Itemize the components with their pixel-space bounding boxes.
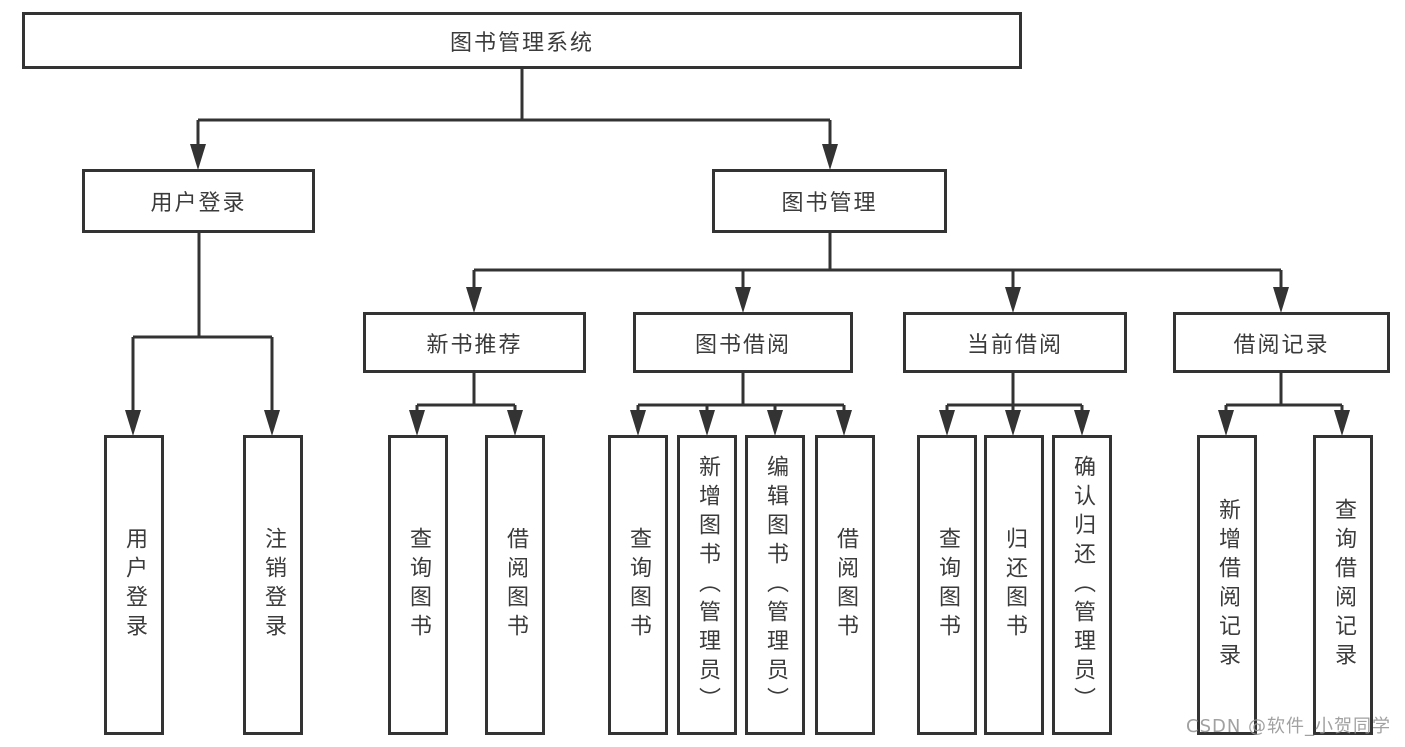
arrowhead-icon (735, 287, 751, 313)
user-login-arrowheads (125, 410, 280, 436)
node-label: 确认归还（管理员） (1070, 454, 1095, 716)
node-label: 图书管理系统 (449, 30, 594, 56)
current-borrow-connector (945, 373, 1084, 415)
node-label: 注销登录 (261, 527, 286, 643)
node-label: 图书借阅 (694, 332, 791, 358)
leaf-user-login: 用户登录 (104, 435, 164, 735)
node-label: 图书管理 (781, 191, 878, 216)
leaf-cb-query-books: 查询图书 (917, 435, 977, 735)
leaf-nb-borrow-books: 借阅图书 (485, 435, 545, 735)
node-label: 当前借阅 (966, 332, 1063, 358)
arrowhead-icon (630, 410, 646, 436)
node-label: 借阅记录 (1233, 332, 1330, 358)
node-user-login: 用户登录 (82, 169, 315, 233)
arrowhead-icon (1074, 410, 1090, 436)
node-label: 查询借阅记录 (1331, 498, 1356, 672)
new-book-connector (415, 373, 517, 415)
node-label: 查询图书 (626, 527, 651, 643)
leaf-bb-add-books-admin: 新增图书（管理员） (677, 435, 737, 735)
arrowhead-icon (699, 410, 715, 436)
node-current-borrow: 当前借阅 (903, 312, 1127, 373)
arrowhead-icon (507, 410, 523, 436)
node-label: 查询图书 (935, 527, 960, 643)
leaf-logout: 注销登录 (243, 435, 303, 735)
arrowhead-icon (1005, 410, 1021, 436)
arrowhead-icon (939, 410, 955, 436)
leaf-nb-query-books: 查询图书 (388, 435, 448, 735)
leaf-cb-return-books: 归还图书 (984, 435, 1044, 735)
root-connector (196, 68, 832, 150)
arrowhead-icon (190, 144, 206, 170)
leaf-br-query-record: 查询借阅记录 (1313, 435, 1373, 735)
node-label: 借阅图书 (503, 527, 528, 643)
node-new-book-recommend: 新书推荐 (363, 312, 586, 373)
node-label: 新书推荐 (426, 332, 523, 358)
arrowhead-icon (1273, 287, 1289, 313)
node-borrow-records: 借阅记录 (1173, 312, 1390, 373)
arrowhead-icon (1005, 287, 1021, 313)
user-login-connector (131, 232, 274, 415)
node-book-borrow: 图书借阅 (633, 312, 853, 373)
node-label: 编辑图书（管理员） (763, 454, 788, 716)
node-label: 用户登录 (150, 191, 247, 216)
node-label: 查询图书 (406, 527, 431, 643)
node-book-management: 图书管理 (712, 169, 947, 233)
node-root: 图书管理系统 (22, 12, 1022, 69)
arrowhead-icon (409, 410, 425, 436)
arrowhead-icon (264, 410, 280, 436)
leaf-cb-confirm-return-admin: 确认归还（管理员） (1052, 435, 1112, 735)
arrowhead-icon (767, 410, 783, 436)
leaf-bb-borrow-books: 借阅图书 (815, 435, 875, 735)
arrowhead-icon (125, 410, 141, 436)
book-mgmt-arrowheads (466, 287, 1289, 313)
arrowhead-icon (1334, 410, 1350, 436)
current-borrow-arrowheads (939, 410, 1090, 436)
leaf-bb-query-books: 查询图书 (608, 435, 668, 735)
arrowhead-icon (836, 410, 852, 436)
node-label: 归还图书 (1002, 527, 1027, 643)
arrowhead-icon (822, 144, 838, 170)
borrow-records-connector (1224, 373, 1344, 415)
book-mgmt-connector (472, 232, 1283, 292)
leaf-br-add-record: 新增借阅记录 (1197, 435, 1257, 735)
book-borrow-connector (636, 373, 846, 415)
node-label: 新增图书（管理员） (695, 454, 720, 716)
arrowhead-icon (1218, 410, 1234, 436)
root-connector-arrowheads (190, 144, 838, 170)
node-label: 借阅图书 (833, 527, 858, 643)
csdn-watermark: CSDN @软件_小贺同学 (1186, 716, 1392, 737)
node-label: 新增借阅记录 (1215, 498, 1240, 672)
arrowhead-icon (466, 287, 482, 313)
book-borrow-arrowheads (630, 410, 852, 436)
node-label: 用户登录 (122, 527, 147, 643)
borrow-records-arrowheads (1218, 410, 1350, 436)
leaf-bb-edit-books-admin: 编辑图书（管理员） (745, 435, 805, 735)
new-book-arrowheads (409, 410, 523, 436)
